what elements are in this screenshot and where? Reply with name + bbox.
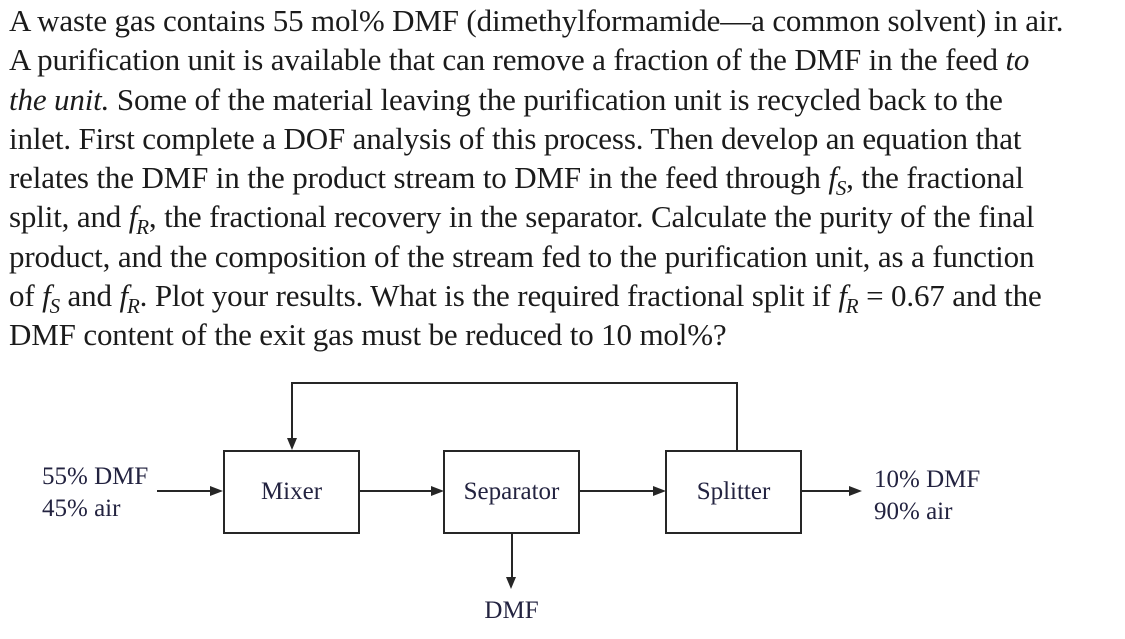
separator-to-splitter-line bbox=[580, 490, 653, 492]
variable-subscript: S bbox=[835, 176, 847, 201]
recycle-arrowhead-icon bbox=[286, 438, 297, 450]
problem-text-line: product, and the composition of the stre… bbox=[9, 237, 1125, 276]
problem-text-segment: f bbox=[128, 199, 138, 235]
product-arrow-line bbox=[802, 490, 849, 492]
problem-text-segment: . Plot your results. What is the require… bbox=[139, 278, 839, 314]
problem-text-segment: f bbox=[42, 278, 51, 314]
problem-text-line: relates the DMF in the product stream to… bbox=[9, 158, 1125, 201]
splitter-label: Splitter bbox=[696, 478, 771, 505]
separator-label: Separator bbox=[463, 478, 560, 505]
product-composition-air: 90% air bbox=[874, 498, 953, 525]
variable-subscript: R bbox=[136, 215, 149, 240]
problem-text-segment: inlet. First complete a DOF analysis of … bbox=[9, 120, 1022, 156]
feed-stream-label: 55% DMF 45% air bbox=[42, 461, 148, 525]
product-composition-dmf: 10% DMF bbox=[874, 466, 981, 493]
problem-text-line: A purification unit is available that ca… bbox=[9, 40, 1125, 79]
problem-text-segment: DMF content of the exit gas must be redu… bbox=[9, 317, 727, 353]
problem-text-segment: split, and bbox=[9, 199, 129, 235]
feed-composition-air: 45% air bbox=[42, 495, 121, 522]
problem-text-segment: Some of the material leaving the purific… bbox=[109, 81, 1003, 117]
unit-box-mixer: Mixer bbox=[223, 450, 360, 534]
recycle-line-right bbox=[736, 382, 738, 451]
problem-text-segment: , the fractional bbox=[846, 160, 1024, 196]
problem-text-segment: , the fractional recovery in the separat… bbox=[148, 199, 1035, 235]
mixer-label: Mixer bbox=[260, 478, 323, 505]
unit-box-splitter: Splitter bbox=[665, 450, 802, 534]
problem-text-segment: f bbox=[828, 160, 837, 196]
variable-subscript: R bbox=[126, 294, 140, 319]
problem-text-line: DMF content of the exit gas must be redu… bbox=[9, 315, 1125, 354]
separator-bottom-arrowhead-icon bbox=[505, 577, 516, 589]
separator-bottom-line bbox=[510, 533, 513, 577]
product-arrowhead-icon bbox=[849, 485, 862, 496]
problem-text-line: inlet. First complete a DOF analysis of … bbox=[9, 119, 1125, 158]
separator-to-splitter-arrowhead-icon bbox=[653, 485, 666, 496]
recycle-line-top bbox=[291, 382, 737, 384]
variable-subscript: R bbox=[845, 294, 859, 319]
problem-text-segment: and bbox=[59, 278, 120, 314]
problem-text-line: the unit. Some of the material leaving t… bbox=[9, 80, 1125, 119]
problem-text-line: of fS and fR. Plot your results. What is… bbox=[9, 276, 1125, 319]
variable-subscript: S bbox=[49, 294, 61, 319]
dmf-outlet-label: DMF bbox=[484, 597, 539, 624]
recycle-line-left bbox=[291, 382, 293, 439]
problem-text-segment: to bbox=[1005, 42, 1030, 78]
problem-text-segment: A purification unit is available that ca… bbox=[9, 42, 1006, 78]
mixer-to-separator-line bbox=[360, 490, 431, 492]
problem-text-line: split, and fR, the fractional recovery i… bbox=[9, 197, 1125, 240]
problem-text-segment: relates the DMF in the product stream to… bbox=[9, 160, 829, 196]
feed-arrowhead-icon bbox=[210, 485, 223, 496]
product-stream-label: 10% DMF 90% air bbox=[874, 464, 980, 528]
mixer-to-separator-arrowhead-icon bbox=[431, 485, 444, 496]
unit-box-separator: Separator bbox=[443, 450, 580, 534]
feed-arrow-line bbox=[157, 490, 210, 492]
problem-text-segment: the unit. bbox=[9, 81, 110, 117]
problem-text-segment: A waste gas contains 55 mol% DMF (dimeth… bbox=[9, 3, 1064, 38]
feed-composition-dmf: 55% DMF bbox=[42, 463, 149, 490]
problem-text-segment: f bbox=[838, 278, 847, 314]
problem-text-line: A waste gas contains 55 mol% DMF (dimeth… bbox=[9, 1, 1125, 40]
problem-text-segment: of bbox=[9, 278, 43, 314]
problem-text-segment: = 0.67 and the bbox=[858, 278, 1042, 314]
problem-text-segment: product, and the composition of the stre… bbox=[9, 238, 1035, 274]
problem-statement: A waste gas contains 55 mol% DMF (dimeth… bbox=[9, 1, 1125, 355]
problem-text-segment: f bbox=[119, 278, 128, 314]
